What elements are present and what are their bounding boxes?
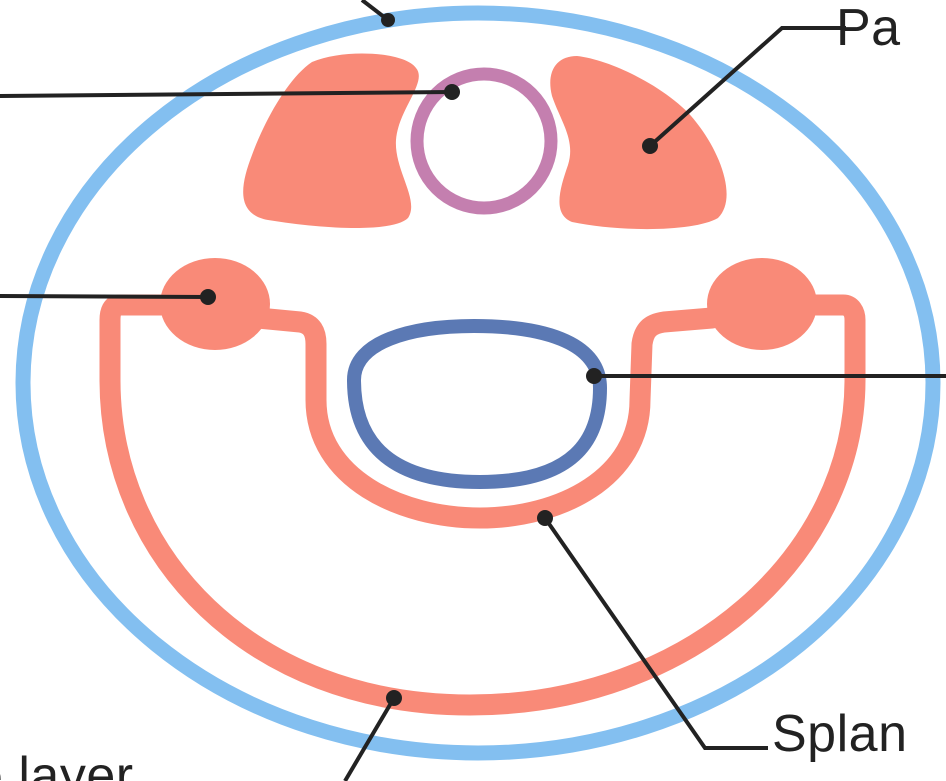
somite-right (550, 56, 726, 229)
leader-line-splanchnic (545, 518, 768, 748)
anchor-dot-gut (586, 368, 602, 384)
anchor-dot-paraxial (642, 138, 658, 154)
anchor-dot-splanchnic (537, 510, 553, 526)
label-somatic-layer: e layer (0, 750, 134, 781)
anchor-dot-intermediate (200, 289, 216, 305)
anchor-dot-neural-tube (444, 84, 460, 100)
somite-left (243, 53, 419, 228)
anchor-dot-somatic (386, 690, 402, 706)
leader-line-intermediate (0, 296, 208, 297)
label-paraxial: Pa (836, 2, 901, 54)
label-splanchnic: Splan (772, 708, 908, 760)
gut-tube (354, 326, 600, 482)
anchor-dot-outer-ring (381, 13, 395, 27)
